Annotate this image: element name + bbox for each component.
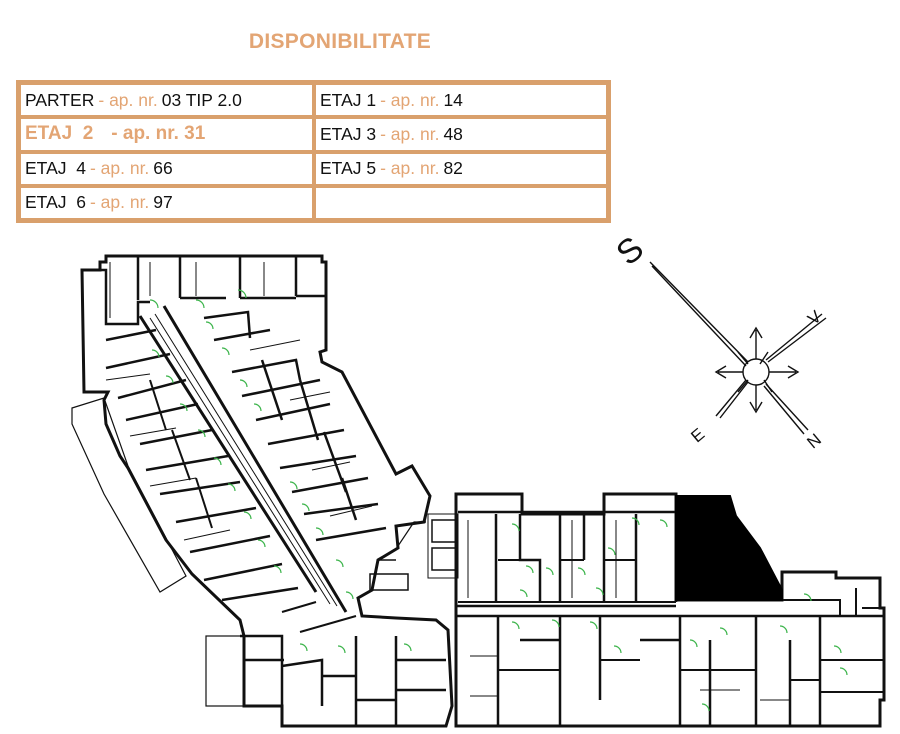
floor-label: ETAJ 1: [320, 89, 377, 110]
table-cell-etaj-5[interactable]: ETAJ 5 - ap. nr. 82: [314, 151, 608, 186]
compass-label-e: E: [687, 424, 708, 446]
apartment-number: 66: [153, 158, 173, 179]
apartment-number: 03 TIP 2.0: [161, 89, 242, 110]
floor-label: ETAJ 5: [320, 158, 377, 179]
apartment-number: 14: [443, 89, 463, 110]
compass-label-n: N: [803, 430, 825, 452]
table-cell-etaj-3[interactable]: ETAJ 3 - ap. nr. 48: [314, 117, 608, 152]
floor-label: ETAJ 6: [25, 192, 86, 213]
door-swings: [149, 289, 848, 712]
floor-label: ETAJ 4: [25, 158, 86, 179]
table-cell-parter[interactable]: PARTER - ap. nr. 03 TIP 2.0: [19, 83, 314, 118]
apartment-prefix: - ap. nr.: [380, 89, 440, 110]
apartment-number: 82: [443, 158, 463, 179]
apartment-prefix: - ap. nr. 31: [111, 123, 206, 145]
apartment-number: 97: [153, 192, 173, 213]
compass-label-s: S: [609, 229, 651, 273]
apartment-prefix: - ap. nr.: [89, 158, 150, 179]
apartment-prefix: - ap. nr.: [380, 123, 440, 144]
highlighted-apartment[interactable]: [675, 495, 783, 601]
table-cell-etaj-2-selected[interactable]: ETAJ 2 - ap. nr. 31: [19, 117, 314, 152]
floor-label: ETAJ 2: [25, 123, 94, 145]
compass-rose: [649, 261, 827, 435]
availability-table: PARTER - ap. nr. 03 TIP 2.0 ETAJ 1 - ap.…: [16, 80, 611, 223]
table-cell-etaj-6[interactable]: ETAJ 6 - ap. nr. 97: [19, 185, 314, 220]
table-cell-empty: [314, 185, 608, 220]
north-wing: [71, 254, 454, 728]
table-cell-etaj-4[interactable]: ETAJ 4 - ap. nr. 66: [19, 151, 314, 186]
floor-label: PARTER: [25, 89, 95, 110]
apartment-prefix: - ap. nr.: [98, 89, 158, 110]
east-wing: [427, 492, 886, 728]
apartment-number: 48: [443, 123, 463, 144]
apartment-prefix: - ap. nr.: [380, 158, 440, 179]
floor-plan: [71, 254, 886, 728]
table-cell-etaj-1[interactable]: ETAJ 1 - ap. nr. 14: [314, 83, 608, 118]
page-title: DISPONIBILITATE: [248, 30, 432, 53]
apartment-prefix: - ap. nr.: [89, 192, 150, 213]
floor-label: ETAJ 3: [320, 123, 377, 144]
